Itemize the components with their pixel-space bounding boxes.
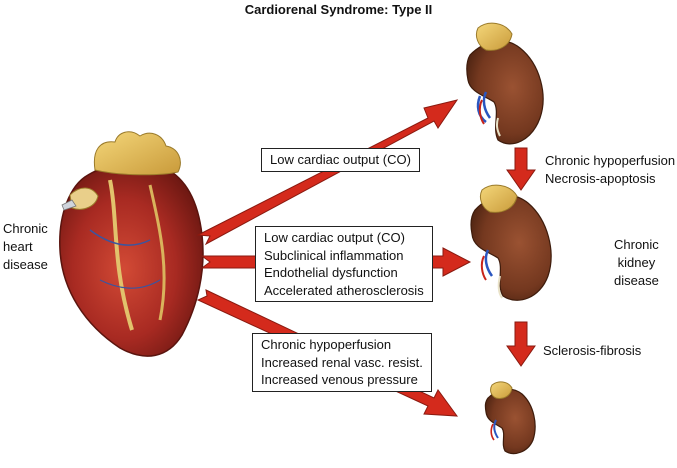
box-bottom-line-1: Chronic hypoperfusion bbox=[261, 337, 392, 352]
fibrosis-line-1: Sclerosis-fibrosis bbox=[543, 343, 642, 358]
fibrosis-label: Sclerosis-fibrosis bbox=[543, 342, 641, 360]
heart-label-line-1: Chronic bbox=[3, 221, 48, 236]
heart-label-line-2: heart bbox=[3, 239, 33, 254]
box-middle-line-1: Low cardiac output (CO) bbox=[264, 230, 405, 245]
heart-illustration bbox=[59, 131, 204, 357]
kidney-label-line-1: Chronic bbox=[614, 237, 659, 252]
arrow-heart-to-kidney-top bbox=[196, 99, 459, 246]
kidney-bottom-illustration bbox=[484, 381, 536, 455]
box-top: Low cardiac output (CO) bbox=[261, 148, 420, 172]
heart-disease-label: Chronic heart disease bbox=[3, 220, 48, 274]
box-top-line-1: Low cardiac output (CO) bbox=[270, 152, 411, 167]
hypoperfusion-label: Chronic hypoperfusion Necrosis-apoptosis bbox=[545, 152, 675, 188]
arrow-kidney-middle-to-bottom bbox=[506, 321, 536, 367]
box-bottom: Chronic hypoperfusion Increased renal va… bbox=[252, 333, 432, 392]
box-middle-line-2: Subclinical inflammation bbox=[264, 247, 404, 263]
box-middle: Low cardiac output (CO) Subclinical infl… bbox=[255, 226, 433, 302]
kidney-top-illustration bbox=[466, 22, 544, 145]
hypoperfusion-line-1: Chronic hypoperfusion bbox=[545, 153, 676, 168]
kidney-label-line-3: disease bbox=[614, 273, 659, 288]
hypoperfusion-line-2: Necrosis-apoptosis bbox=[545, 171, 656, 186]
box-bottom-line-3: Increased venous pressure bbox=[261, 372, 418, 387]
arrow-kidney-top-to-middle bbox=[506, 147, 536, 191]
kidney-disease-label: Chronic kidney disease bbox=[614, 236, 659, 290]
kidney-middle-illustration bbox=[470, 184, 552, 301]
heart-label-line-3: disease bbox=[3, 257, 48, 272]
box-middle-line-3: Endothelial dysfunction bbox=[264, 265, 398, 280]
kidney-label-line-2: kidney bbox=[617, 255, 656, 270]
box-bottom-line-2: Increased renal vasc. resist. bbox=[261, 354, 423, 370]
diagram-title: Cardiorenal Syndrome: Type II bbox=[244, 2, 433, 17]
box-middle-line-4: Accelerated atherosclerosis bbox=[264, 282, 424, 298]
